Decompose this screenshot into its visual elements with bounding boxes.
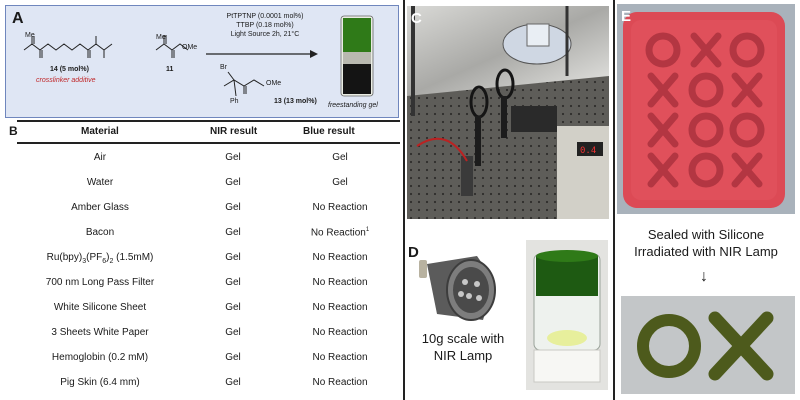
crosslinker-note: crosslinker additive xyxy=(36,77,96,84)
reaction-arrowhead xyxy=(310,50,318,58)
cured-gel-shapes-photo xyxy=(621,296,795,394)
panel-d-letter: D xyxy=(408,244,419,261)
panel-c-setup-photo: 0.4 C xyxy=(407,6,609,219)
table-header-rule xyxy=(17,142,400,144)
product-label: freestanding gel xyxy=(328,102,378,109)
cell-material: 700 nm Long Pass Filter xyxy=(45,277,155,288)
formula-part: ) xyxy=(106,252,110,263)
cell-blue: No Reaction1 xyxy=(290,227,390,238)
condition-line: PtTPTNP (0.0001 mol%) xyxy=(226,13,304,20)
cell-blue: No Reaction xyxy=(312,352,368,363)
caption-line: Sealed with Silicone xyxy=(647,227,765,242)
initiator-label: 13 (13 mol%) xyxy=(274,98,317,105)
atom-label: Br xyxy=(220,64,227,71)
atom-label: OMe xyxy=(182,44,198,51)
initiator-structure xyxy=(223,71,265,97)
cell-blue: No Reaction xyxy=(312,252,368,263)
panel-a-letter: A xyxy=(12,10,24,27)
table-top-rule xyxy=(17,120,400,122)
optical-bench-photo: 0.4 xyxy=(407,6,609,219)
panel-divider xyxy=(613,0,615,400)
gel-vial xyxy=(340,15,374,97)
panel-e-letter: E xyxy=(621,8,632,25)
monomer-structure xyxy=(155,35,189,58)
footnote-marker: 1 xyxy=(365,227,370,233)
cell-blue: Gel xyxy=(332,177,348,188)
caption-line: Irradiated with NIR Lamp xyxy=(634,244,778,259)
panel-e-caption: Sealed with Silicone Irradiated with NIR… xyxy=(617,226,795,260)
cell-blue: No Reaction xyxy=(312,302,368,313)
cell-nir: Gel xyxy=(225,152,241,163)
cell-material: 3 Sheets White Paper xyxy=(51,327,149,338)
panel-c-letter: C xyxy=(411,10,422,27)
header-blue: Blue result xyxy=(303,126,355,137)
atom-label: OMe xyxy=(266,80,282,87)
mold-cavities xyxy=(645,32,765,188)
nir-lamp-image xyxy=(419,256,496,321)
gel-jar-drawing xyxy=(533,250,601,383)
reaction-conditions: PtTPTNP (0.0001 mol%) TTBP (0.18 mol%) L… xyxy=(210,12,320,39)
cell-material: Pig Skin (6.4 mm) xyxy=(60,377,140,388)
formula-subscript: 6 xyxy=(102,258,107,265)
formula-part: (PF xyxy=(86,252,103,263)
cell-material: Air xyxy=(93,152,107,163)
panel-b-results-table: B Material NIR result Blue result Air Ge… xyxy=(5,120,400,395)
formula-part: (1.5mM) xyxy=(113,252,154,263)
gel-shapes-drawing xyxy=(621,296,795,394)
cell-nir: Gel xyxy=(225,252,241,263)
cell-blue: No Reaction xyxy=(312,202,368,213)
panel-a-reaction-scheme: A xyxy=(5,5,399,118)
panel-divider xyxy=(403,0,405,400)
cell-material: Hemoglobin (0.2 mM) xyxy=(51,352,149,363)
cell-material: Ru(bpy)3(PF6)2 (1.5mM) xyxy=(5,252,195,265)
caption-line: 10g scale with xyxy=(421,331,505,346)
silicone-mold-drawing xyxy=(617,4,795,214)
cell-blue: No Reaction xyxy=(312,327,368,338)
scaled-gel-jar-photo xyxy=(526,240,608,390)
cell-material: Bacon xyxy=(85,227,115,238)
cell-nir: Gel xyxy=(225,202,241,213)
atom-label: Ph xyxy=(230,98,239,105)
cell-nir: Gel xyxy=(225,302,241,313)
cell-blue: No Reaction xyxy=(312,377,368,388)
cell-blue-text: No Reaction xyxy=(310,227,366,239)
header-material: Material xyxy=(81,126,119,137)
cell-nir: Gel xyxy=(225,327,241,338)
cell-nir: Gel xyxy=(225,227,241,238)
cell-blue: No Reaction xyxy=(312,277,368,288)
cell-nir: Gel xyxy=(225,277,241,288)
crosslinker-structure xyxy=(23,36,113,58)
formula-part: Ru(bpy) xyxy=(46,252,83,263)
cell-nir: Gel xyxy=(225,352,241,363)
cell-nir: Gel xyxy=(225,377,241,388)
panel-e-mold-photo: E xyxy=(617,4,795,214)
panel-d-caption: 10g scale with NIR Lamp xyxy=(408,330,518,364)
header-nir: NIR result xyxy=(210,126,258,137)
svg-text:0.4: 0.4 xyxy=(580,146,596,156)
cell-blue: Gel xyxy=(332,152,348,163)
monomer-label: 11 xyxy=(166,66,174,73)
formula-subscript: 2 xyxy=(109,258,114,265)
atom-label: Me xyxy=(156,34,166,41)
cell-nir: Gel xyxy=(225,177,241,188)
cell-material: Water xyxy=(86,177,114,188)
condition-line: Light Source 2h, 21°C xyxy=(230,31,300,38)
cell-material: Amber Glass xyxy=(71,202,129,213)
cell-material: White Silicone Sheet xyxy=(53,302,147,313)
panel-b-letter: B xyxy=(9,124,18,138)
reaction-scheme-drawing xyxy=(23,15,374,97)
atom-label: Me xyxy=(25,32,35,39)
crosslinker-label: 14 (5 mol%) xyxy=(50,66,89,73)
caption-line: NIR Lamp xyxy=(433,348,493,363)
condition-line: TTBP (0.18 mol%) xyxy=(236,22,294,29)
formula-subscript: 3 xyxy=(82,258,87,265)
down-arrow-icon: ↓ xyxy=(700,268,708,285)
